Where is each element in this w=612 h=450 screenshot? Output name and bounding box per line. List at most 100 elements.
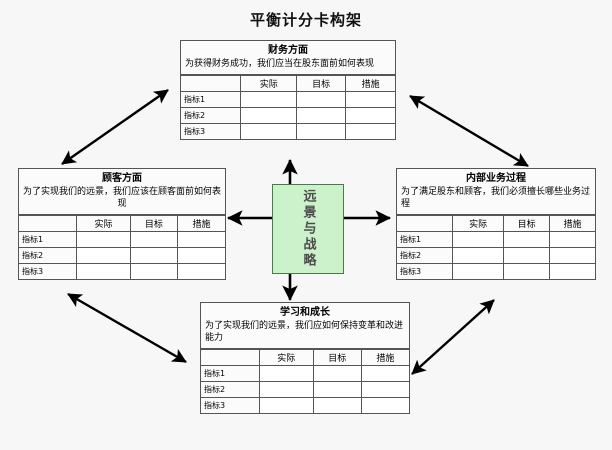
cell-actual[interactable] (451, 247, 505, 264)
table-row: 指标3 (181, 123, 395, 139)
cell-target[interactable] (503, 231, 550, 248)
internal-process-description: 为了满足股东和顾客，我们必须擅长哪些业务过程 (401, 187, 591, 209)
learning-growth-title: 学习和成长 (280, 307, 330, 318)
column-header-target: 目标 (503, 215, 550, 232)
cell-measure[interactable] (548, 231, 595, 248)
cell-measure[interactable] (177, 231, 225, 248)
cell-target[interactable] (129, 247, 179, 264)
column-header-blank (181, 75, 242, 92)
table-header-row: 实际 目标 措施 (181, 75, 395, 92)
cell-actual[interactable] (76, 263, 131, 279)
column-header-target: 目标 (296, 75, 347, 92)
table-row: 指标1 (19, 231, 225, 248)
vision-and-strategy-box[interactable]: 远景与战略 (272, 184, 344, 274)
row-header-indicator-3: 指标3 (201, 397, 260, 413)
cell-target[interactable] (129, 231, 179, 248)
column-header-measure: 措施 (345, 75, 395, 92)
cell-target[interactable] (129, 263, 179, 279)
cell-target[interactable] (296, 123, 347, 139)
cell-actual[interactable] (240, 91, 298, 108)
cell-actual[interactable] (451, 263, 505, 279)
cell-measure[interactable] (360, 381, 409, 398)
arrow-financial-internal-process (409, 94, 529, 168)
learning-growth-table: 实际 目标 措施 指标1 指标2 指标3 (201, 349, 409, 413)
arrow-customer-financial (61, 89, 169, 165)
customer-table: 实际 目标 措施 指标1 指标2 指标3 (19, 215, 225, 279)
table-header-row: 实际 目标 措施 (19, 215, 225, 232)
perspective-box-customer[interactable]: 顾客方面 为了实现我们的远景，我们应该在顾客面前如何表现 实际 目标 措施 指标… (18, 168, 226, 280)
cell-measure[interactable] (345, 107, 395, 124)
table-row: 指标1 (397, 231, 595, 248)
cell-actual[interactable] (76, 247, 131, 264)
page-title: 平衡计分卡构架 (249, 11, 362, 29)
row-header-indicator-2: 指标2 (397, 247, 453, 264)
row-header-indicator-1: 指标1 (397, 231, 453, 248)
column-header-blank (397, 215, 453, 232)
financial-title: 财务方面 (268, 45, 308, 56)
row-header-indicator-2: 指标2 (19, 247, 78, 264)
cell-actual[interactable] (258, 381, 314, 398)
cell-measure[interactable] (345, 123, 395, 139)
cell-measure[interactable] (345, 91, 395, 108)
row-header-indicator-1: 指标1 (201, 365, 260, 382)
column-header-blank (201, 349, 260, 366)
table-row: 指标3 (19, 263, 225, 279)
column-header-target: 目标 (129, 215, 179, 232)
column-header-measure: 措施 (360, 349, 409, 366)
perspective-box-learning-growth[interactable]: 学习和成长 为了实现我们的远景，我们应如何保持变革和改进能力 实际 目标 措施 … (200, 302, 410, 414)
column-header-measure: 措施 (548, 215, 595, 232)
cell-actual[interactable] (240, 123, 298, 139)
table-row: 指标2 (181, 107, 395, 124)
table-row: 指标1 (201, 365, 409, 382)
cell-target[interactable] (312, 381, 362, 398)
cell-measure[interactable] (177, 263, 225, 279)
table-header-row: 实际 目标 措施 (201, 349, 409, 366)
cell-measure[interactable] (548, 263, 595, 279)
cell-actual[interactable] (451, 231, 505, 248)
table-row: 指标3 (201, 397, 409, 413)
column-header-actual: 实际 (76, 215, 131, 232)
arrow-learning-growth-internal-process (411, 299, 495, 375)
table-row: 指标2 (397, 247, 595, 264)
row-header-indicator-1: 指标1 (19, 231, 78, 248)
row-header-indicator-3: 指标3 (19, 263, 78, 279)
learning-growth-description: 为了实现我们的远景，我们应如何保持变革和改进能力 (205, 321, 404, 343)
arrow-customer-learning-growth (67, 292, 187, 364)
table-row: 指标1 (181, 91, 395, 108)
cell-measure[interactable] (360, 365, 409, 382)
cell-measure[interactable] (360, 397, 409, 413)
table-header-row: 实际 目标 措施 (397, 215, 595, 232)
cell-actual[interactable] (258, 397, 314, 413)
cell-target[interactable] (296, 91, 347, 108)
internal-process-header: 内部业务过程 为了满足股东和顾客，我们必须擅长哪些业务过程 (397, 169, 595, 215)
column-header-actual: 实际 (258, 349, 314, 366)
row-header-indicator-2: 指标2 (181, 107, 242, 124)
internal-process-table: 实际 目标 措施 指标1 指标2 指标3 (397, 215, 595, 279)
cell-measure[interactable] (177, 247, 225, 264)
cell-target[interactable] (312, 397, 362, 413)
column-header-measure: 措施 (177, 215, 225, 232)
row-header-indicator-2: 指标2 (201, 381, 260, 398)
table-row: 指标3 (397, 263, 595, 279)
row-header-indicator-1: 指标1 (181, 91, 242, 108)
perspective-box-internal-process[interactable]: 内部业务过程 为了满足股东和顾客，我们必须擅长哪些业务过程 实际 目标 措施 指… (396, 168, 596, 280)
vision-and-strategy-label: 远景与战略 (300, 189, 316, 269)
cell-target[interactable] (503, 263, 550, 279)
table-row: 指标2 (19, 247, 225, 264)
cell-target[interactable] (312, 365, 362, 382)
cell-measure[interactable] (548, 247, 595, 264)
cell-actual[interactable] (258, 365, 314, 382)
perspective-box-financial[interactable]: 财务方面 为获得财务成功，我们应当在股东面前如何表现 实际 目标 措施 指标1 … (180, 40, 396, 140)
cell-target[interactable] (296, 107, 347, 124)
cell-actual[interactable] (76, 231, 131, 248)
row-header-indicator-3: 指标3 (397, 263, 453, 279)
cell-actual[interactable] (240, 107, 298, 124)
row-header-indicator-3: 指标3 (181, 123, 242, 139)
table-row: 指标2 (201, 381, 409, 398)
cell-target[interactable] (503, 247, 550, 264)
column-header-actual: 实际 (240, 75, 298, 92)
column-header-target: 目标 (312, 349, 362, 366)
column-header-blank (19, 215, 78, 232)
column-header-actual: 实际 (451, 215, 505, 232)
